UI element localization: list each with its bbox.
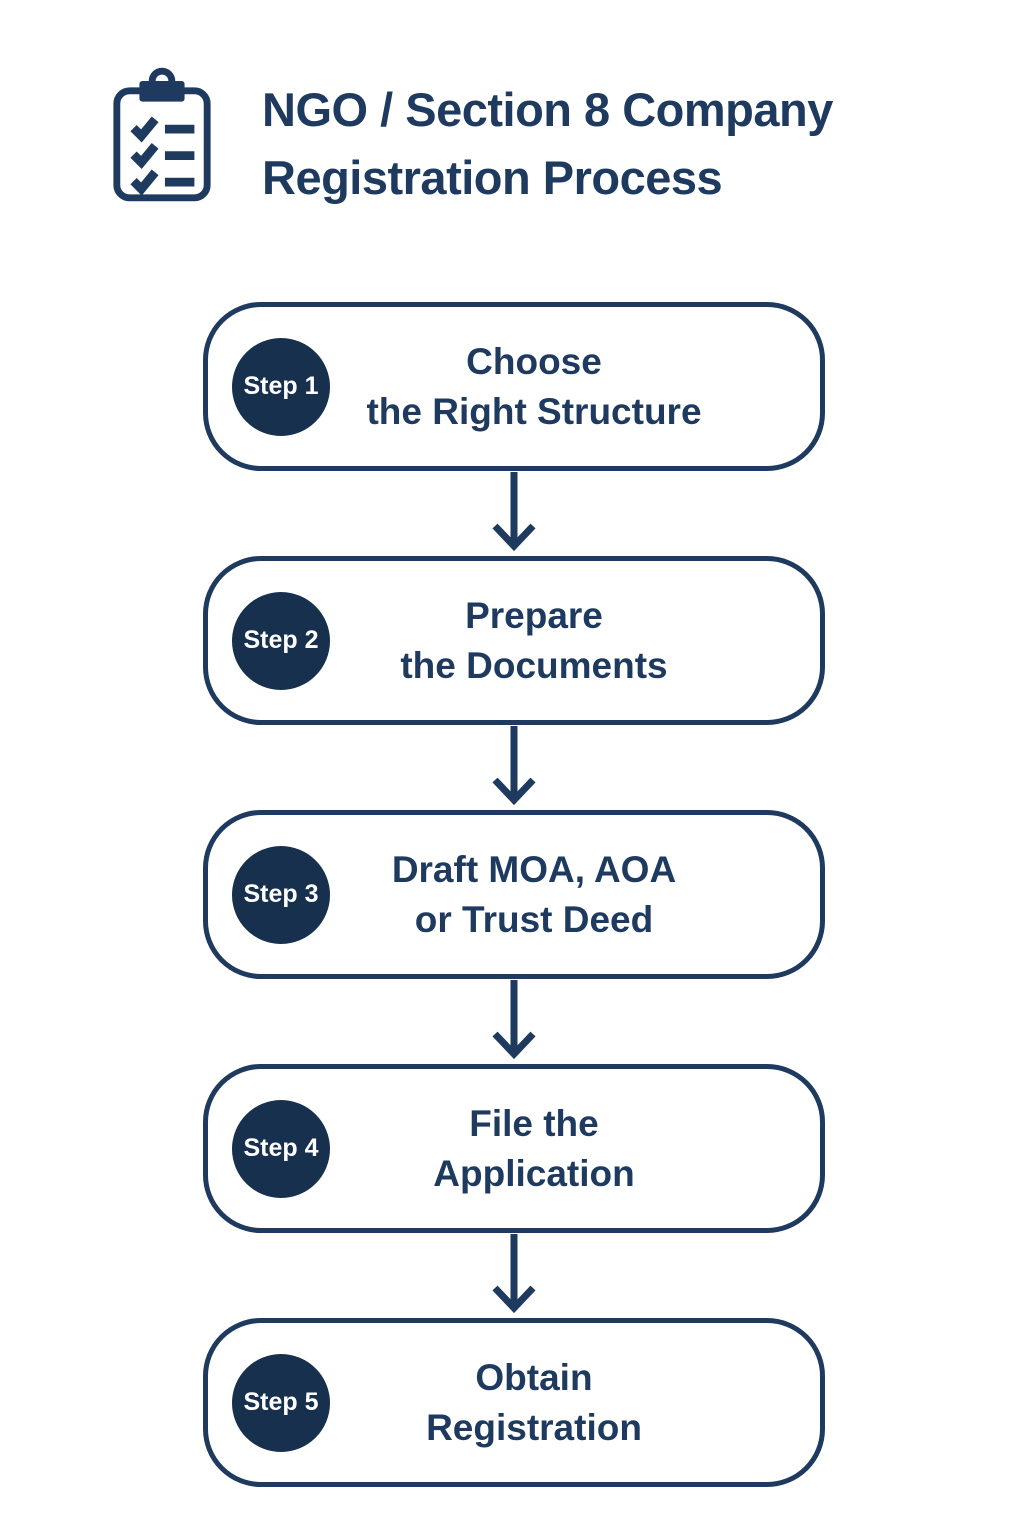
- step-badge-1: Step 1: [232, 337, 330, 436]
- step-label-3-line2: or Trust Deed: [414, 898, 654, 940]
- step-label-5-line2: Registration: [426, 1406, 642, 1448]
- step-box-3: Step 3 Draft MOA, AOA or Trust Deed: [203, 810, 825, 979]
- step-label-2-line1: Prepare: [465, 594, 603, 636]
- page-title: NGO / Section 8 Company Registration Pro…: [262, 66, 833, 212]
- step-label-5: Obtain Registration: [366, 1353, 662, 1453]
- page-title-line2: Registration Process: [262, 151, 723, 204]
- flow-arrow-2: [482, 725, 546, 810]
- step-box-2: Step 2 Prepare the Documents: [203, 556, 825, 725]
- step-label-2: Prepare the Documents: [340, 591, 687, 691]
- step-label-4: File the Application: [373, 1099, 654, 1199]
- step-label-1: Choose the Right Structure: [306, 337, 721, 437]
- flow-arrow-1: [482, 471, 546, 556]
- step-label-2-line2: the Documents: [400, 644, 668, 686]
- header: NGO / Section 8 Company Registration Pro…: [108, 66, 833, 212]
- page-title-line1: NGO / Section 8 Company: [262, 83, 833, 136]
- step-label-3-line1: Draft MOA, AOA: [391, 848, 677, 890]
- step-label-3: Draft MOA, AOA or Trust Deed: [332, 845, 696, 945]
- step-label-4-line1: File the: [469, 1102, 599, 1144]
- step-box-4: Step 4 File the Application: [203, 1064, 825, 1233]
- clipboard-checklist-icon: [113, 67, 211, 202]
- step-label-4-line2: Application: [433, 1152, 635, 1194]
- step-badge-2: Step 2: [232, 591, 330, 690]
- step-badge-4: Step 4: [232, 1099, 330, 1198]
- flow-arrow-3: [482, 979, 546, 1064]
- step-label-1-line2: the Right Structure: [366, 390, 702, 432]
- step-label-1-line1: Choose: [466, 340, 602, 382]
- step-box-1: Step 1 Choose the Right Structure: [203, 302, 825, 471]
- step-box-5: Step 5 Obtain Registration: [203, 1318, 825, 1487]
- step-badge-3: Step 3: [232, 845, 330, 944]
- flow-arrow-4: [482, 1233, 546, 1318]
- process-flow: Step 1 Choose the Right Structure Step 2…: [203, 302, 825, 1487]
- step-label-5-line1: Obtain: [475, 1356, 593, 1398]
- step-badge-5: Step 5: [232, 1353, 330, 1452]
